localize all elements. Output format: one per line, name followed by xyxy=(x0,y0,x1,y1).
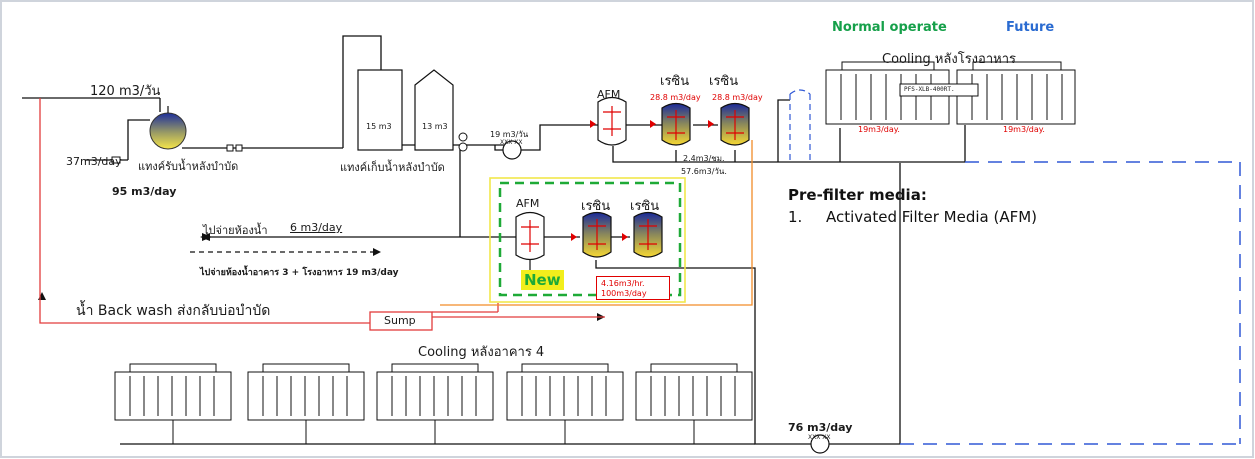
pump-tag-top: XXX XX xyxy=(500,139,523,146)
receiving-tank-icon xyxy=(149,112,187,150)
resin-new-b-label: เรซิน xyxy=(630,199,660,214)
future-route-label: ไปจ่ายห้องน้ำอาคาร 3 + โรงอาหาร 19 m3/da… xyxy=(200,268,399,278)
valve-icon xyxy=(226,144,234,152)
resin-new-a-label: เรซิน xyxy=(581,199,611,214)
flow-inlet: 120 m3/วัน xyxy=(90,84,161,99)
cooling-top-label: Cooling หลังโรงอาหาร xyxy=(882,52,1016,67)
flow-resin-top1: 28.8 m3/day xyxy=(650,93,701,102)
sump-box xyxy=(369,311,433,331)
flow-bypass: 37m3/day xyxy=(66,155,122,168)
storage-tank-15 xyxy=(357,69,403,151)
new-badge: New xyxy=(521,270,564,290)
backwash-label: น้ำ Back wash ส่งกลับบ่อบำบัด xyxy=(76,303,271,319)
restroom-prefix: ไปจ่ายห้องน้ำ xyxy=(203,224,268,237)
resin-tank-top-1 xyxy=(650,102,691,146)
storage-tank-13 xyxy=(414,69,454,151)
flow-cooling-top-left: 19m3/day. xyxy=(858,125,900,134)
new-flow-box: 4.16m3/hr. 100m3/day xyxy=(596,276,670,300)
flow-resin-out1: 2.4m3/ชม. xyxy=(683,154,725,163)
new-section-outline xyxy=(489,177,686,303)
cooling-bottom-label: Cooling หลังอาคาร 4 xyxy=(418,345,545,360)
legend-future: Future xyxy=(1006,20,1055,35)
prefilter-item-number: 1. xyxy=(788,208,803,226)
resin-top-b-label: เรซิน xyxy=(709,74,739,89)
pump-tag-bottom: XXX XX xyxy=(808,434,831,441)
tank-15-label: 15 m3 xyxy=(366,122,392,131)
flow-afm-feed: 19 m3/วัน xyxy=(490,130,529,139)
backwash-pipes xyxy=(39,98,605,324)
tower-tag: PFS-XLB-400RT. xyxy=(904,86,955,93)
storage-tank-label: แทงค์เก็บน้ำหลังบำบัด xyxy=(340,161,445,174)
prefilter-item-text: Activated Filter Media (AFM) xyxy=(826,208,1038,226)
prefilter-item: 1. Activated Filter Media (AFM) xyxy=(788,208,1037,226)
cooling-tower-top-right xyxy=(956,61,1076,125)
resin-tank-new-1 xyxy=(571,211,612,258)
new-section-dashed xyxy=(498,181,682,297)
resin-tank-new-2 xyxy=(622,211,663,258)
future-tank xyxy=(789,89,811,160)
cooling-towers-bottom xyxy=(114,363,753,444)
afm-new-label: AFM xyxy=(516,197,540,210)
resin-top-a-label: เรซิน xyxy=(660,74,690,89)
flow-new-resin1: 4.16m3/hr. xyxy=(601,279,645,288)
resin-tank-top-2 xyxy=(708,102,750,146)
flow-resin-top2: 28.8 m3/day xyxy=(712,93,763,102)
afm-top-label: AFM xyxy=(597,88,621,101)
cooling-tower-top-left xyxy=(825,61,950,125)
flow-cooling-top-right: 19m3/day. xyxy=(1003,125,1045,134)
afm-filter-top xyxy=(590,96,627,146)
orange-pipes xyxy=(440,140,753,306)
flow-resin-out2: 57.6m3/วัน. xyxy=(681,167,727,176)
prefilter-title: Pre-filter media: xyxy=(788,186,927,204)
flow-cooling-bottom: 76 m3/day xyxy=(788,421,853,434)
pump-icon-bottom xyxy=(810,434,830,454)
flow-new-resin2: 100m3/day xyxy=(601,289,647,298)
flow-pump-out: 95 m3/day xyxy=(112,185,177,198)
receiving-tank-label: แทงค์รับน้ำหลังบำบัด xyxy=(138,160,239,173)
afm-filter-new xyxy=(515,211,545,261)
pump-icon xyxy=(502,140,522,160)
legend-normal-operate: Normal operate xyxy=(832,20,947,35)
tank-13-label: 13 m3 xyxy=(422,122,448,131)
flow-restroom: 6 m3/day xyxy=(290,221,343,234)
future-blue-lines xyxy=(900,161,1241,445)
sump-label: Sump xyxy=(384,314,416,327)
